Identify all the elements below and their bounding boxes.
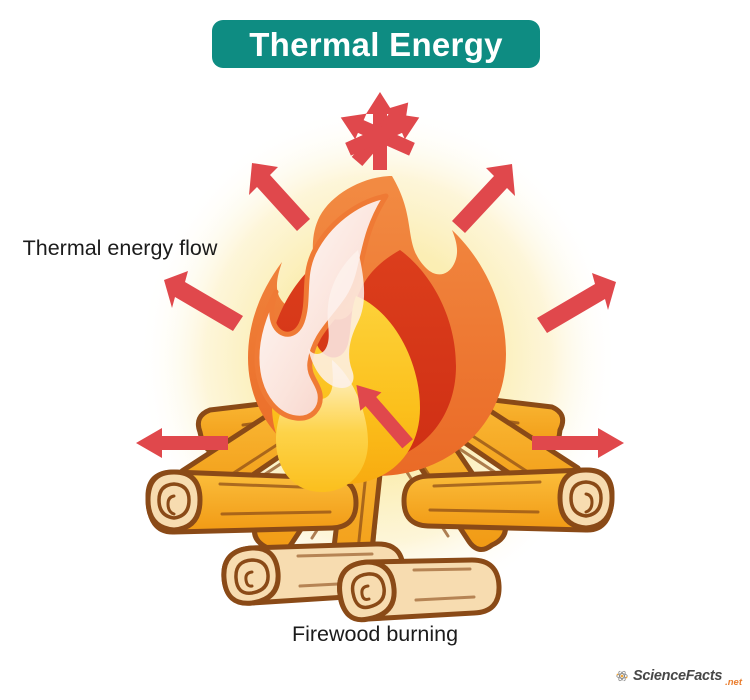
log-front-right <box>401 467 615 533</box>
figure-caption: Firewood burning <box>291 622 459 646</box>
flame <box>248 176 506 492</box>
watermark[interactable]: ScienceFacts .net <box>616 662 742 690</box>
flame-white <box>254 193 389 421</box>
thermal-energy-arrows <box>136 92 624 458</box>
title-banner: Thermal Energy <box>212 20 540 68</box>
arrow-right-up-icon <box>345 113 420 156</box>
arrow-up-left-icon <box>356 384 413 449</box>
thermal-energy-flow-label: Thermal energy flow <box>22 236 218 260</box>
arrow-left-up-shape <box>164 271 243 331</box>
arrow-left-icon <box>136 428 228 458</box>
watermark-name: ScienceFacts <box>633 668 723 684</box>
arrow-up-left-shape <box>249 163 310 231</box>
arrow-up-right-shape <box>452 164 515 233</box>
log-front-bottom-center <box>337 557 502 623</box>
page-title: Thermal Energy <box>249 25 503 63</box>
arrow-right-icon <box>532 428 624 458</box>
watermark-tld: .net <box>725 677 742 688</box>
arrow-right-up-shape <box>537 273 616 333</box>
atom-icon <box>616 670 628 682</box>
flame-white-highlight <box>308 250 365 388</box>
